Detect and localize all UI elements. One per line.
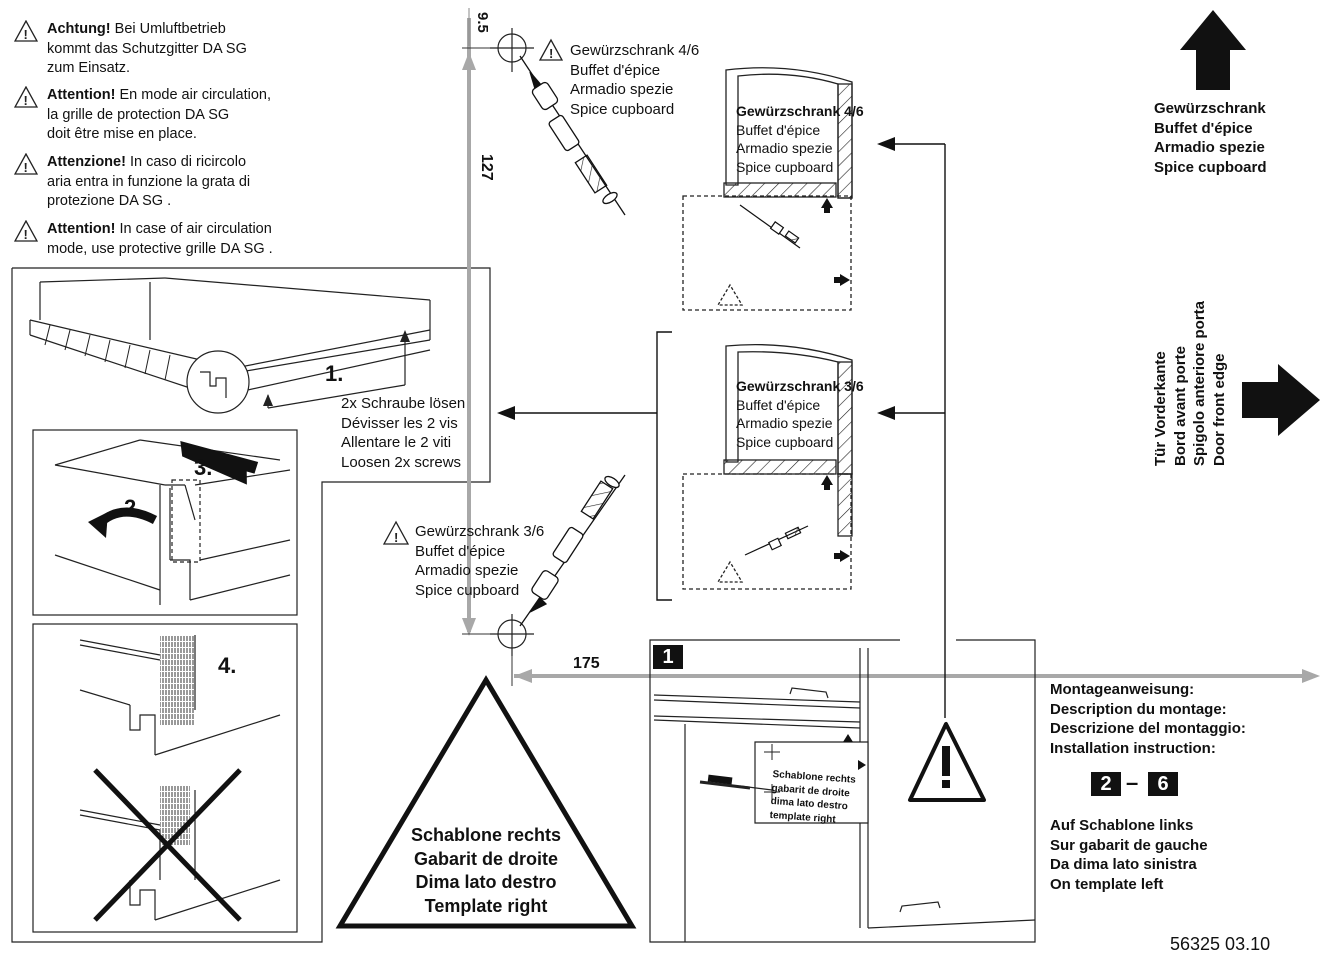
screw-assembly-bottom	[519, 474, 626, 627]
exclamation-icon: !	[549, 46, 553, 61]
page-from-badge: 2	[1091, 772, 1121, 796]
cabinet-mid-screw	[744, 525, 809, 556]
arrow-right-small	[840, 550, 850, 562]
svg-text:!: !	[24, 27, 28, 42]
panel-crosshair	[764, 744, 780, 800]
arrow-right-small	[834, 277, 841, 283]
grille-detail-panel	[11, 267, 491, 943]
template-right-triangle	[335, 675, 637, 929]
warning-icon: !	[14, 20, 38, 42]
cabinet-top-drawing	[682, 67, 853, 311]
screwdriver-icon	[707, 774, 733, 785]
page-dash: –	[1126, 770, 1139, 795]
arrow-up-small	[821, 475, 833, 485]
svg-text:!: !	[24, 227, 28, 242]
turn-arrowhead	[88, 512, 108, 538]
footer-code: 56325 03.10	[1170, 934, 1271, 954]
warning-icon: !	[14, 220, 38, 242]
step-3-label: 3.	[194, 455, 213, 480]
warning-icon: !	[14, 153, 38, 175]
large-warning-icon	[942, 780, 950, 788]
big-right-arrow	[1242, 364, 1320, 436]
arrow-up-small	[824, 207, 830, 213]
dimension-horizontal: 175	[573, 655, 600, 672]
step-1-label: 1.	[325, 361, 344, 386]
arrow-left	[877, 137, 895, 151]
cross-out	[93, 768, 242, 922]
grille-correct	[160, 635, 194, 725]
arrow-up-small	[821, 198, 833, 208]
push-arrow	[180, 440, 259, 485]
cabinet-mid-drawing	[682, 343, 853, 590]
arrow-right-small	[858, 760, 866, 770]
cabinet-top-screw	[739, 204, 801, 249]
warning-icon	[382, 38, 564, 545]
arrow-left	[877, 406, 895, 420]
warning-icon: !	[14, 86, 38, 108]
step-2-label: 2.	[124, 495, 143, 520]
big-up-arrow	[1180, 10, 1246, 90]
dimension-lines	[462, 8, 1320, 686]
crosshair-bottom	[490, 614, 534, 656]
arrow-left	[497, 406, 515, 420]
montage-heading: Montageanweisung:Description du montage:…	[1050, 681, 1246, 757]
large-warning-icon	[942, 746, 950, 776]
arrow-up-small	[843, 734, 853, 742]
screw-assembly-top	[519, 55, 626, 216]
page-to-badge: 6	[1148, 772, 1178, 796]
svg-text:!: !	[24, 160, 28, 175]
dimension-vertical: 127	[478, 154, 495, 181]
arrow-right-small	[834, 553, 841, 559]
crosshair-top	[490, 28, 534, 72]
panel-number-badge: 1	[653, 645, 683, 669]
svg-text:!: !	[24, 93, 28, 108]
panel-1-frame	[649, 639, 1036, 943]
arrow-right-small	[840, 274, 850, 286]
step-4-label: 4.	[218, 653, 237, 678]
arrow-up-small	[400, 330, 410, 342]
arrow-up-small	[824, 484, 830, 490]
dimension-top: 9.5	[474, 12, 491, 33]
arrow-up-small	[263, 394, 273, 406]
step-2-3-frame	[32, 429, 298, 616]
exclamation-icon: !	[394, 530, 398, 545]
connector-lines	[505, 143, 946, 718]
